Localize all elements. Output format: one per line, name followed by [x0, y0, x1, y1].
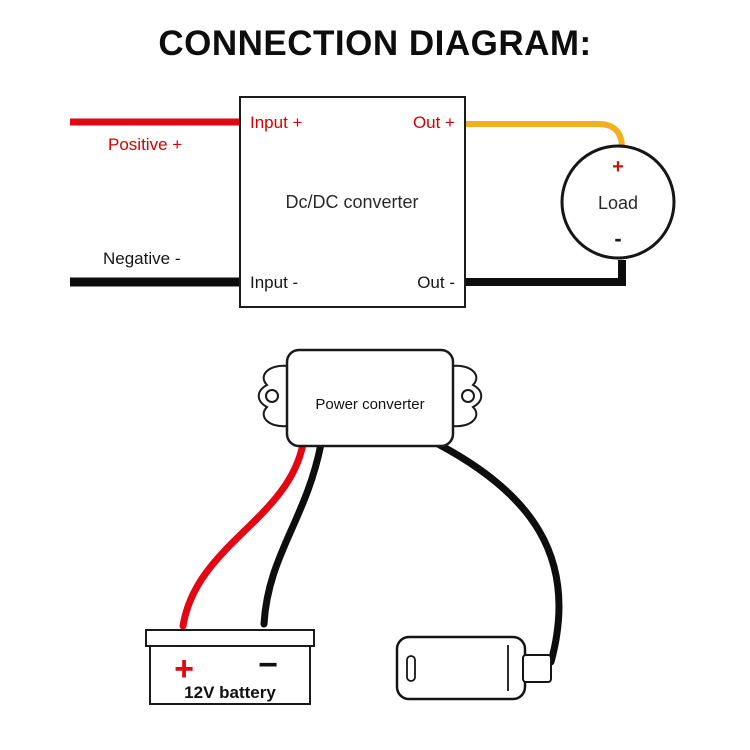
converter-out-minus-label: Out -: [417, 273, 455, 292]
battery-body: [149, 645, 311, 705]
dcdc-converter-box: [239, 96, 466, 308]
left-ear-screw-hole: [265, 389, 279, 403]
phone-body: [395, 635, 527, 701]
usb-connector: [522, 654, 552, 683]
negative-wire-label: Negative -: [103, 249, 180, 268]
battery-label: 12V battery: [184, 683, 276, 702]
battery-lid: [145, 629, 315, 647]
load-plus-sign: +: [612, 156, 624, 178]
positive-wire-label: Positive +: [108, 135, 182, 154]
positive-output-wire: [465, 121, 625, 150]
page-title: CONNECTION DIAGRAM:: [158, 24, 592, 63]
converter-left-mount-ear: [257, 364, 289, 428]
battery: + − 12V battery: [145, 629, 315, 705]
power-converter-body: [285, 348, 455, 448]
converter-input-plus-label: Input +: [250, 113, 303, 132]
right-ear-screw-hole: [461, 389, 475, 403]
load-label: Load: [598, 193, 638, 213]
converter-out-plus-label: Out +: [413, 113, 455, 132]
phone-earpiece-slot: [406, 655, 416, 682]
negative-output-wire: [465, 260, 626, 286]
converter-center-label: Dc/DC converter: [285, 192, 418, 212]
phone-device: [395, 635, 552, 701]
battery-negative-cable: [260, 440, 325, 628]
battery-positive-cable: [179, 440, 307, 630]
battery-plus-terminal: +: [174, 650, 194, 688]
converter-right-mount-ear: [451, 364, 483, 428]
device-output-cable: [434, 440, 563, 666]
load-minus-sign: -: [614, 226, 621, 251]
power-converter-label: Power converter: [315, 396, 424, 413]
converter-input-minus-label: Input -: [250, 273, 298, 292]
battery-minus-terminal: −: [258, 646, 278, 684]
load-circle: [560, 144, 676, 260]
